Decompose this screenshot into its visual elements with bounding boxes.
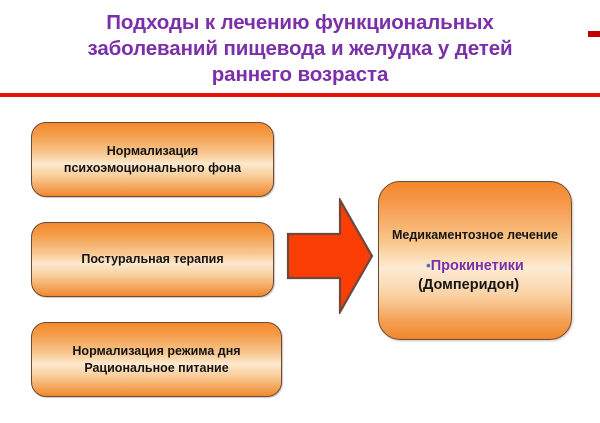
title-line-3: раннего возраста [211,63,389,86]
medication-bullet-group: •Прокинетики (Домперидон) [418,256,524,295]
page-title: Подходы к лечению функциональных заболев… [28,10,572,88]
bullet-dot-icon: • [426,257,431,273]
flow-box-regimen[interactable]: Нормализация режима дня Рациональное пит… [31,322,282,397]
flow-box-label: Постуральная терапия [81,251,223,268]
flow-box-line-1: Постуральная терапия [81,252,224,266]
title-line-2: заболеваний пищевода и желудка у детей [87,37,513,60]
flow-box-psychoemotional[interactable]: Нормализация психоэмоционального фона [31,122,274,197]
flow-box-postural[interactable]: Постуральная терапия [31,222,274,297]
right-arrow-icon [286,195,374,317]
flow-box-label: Нормализация режима дня Рациональное пит… [72,343,240,377]
flow-box-line-2: психоэмоционального фона [63,160,242,175]
medication-bullet-item: •Прокинетики [426,256,524,276]
title-line-1: Подходы к лечению функциональных [106,11,494,34]
flow-box-line-1: Нормализация [106,143,199,158]
corner-dash-marker [588,31,600,37]
title-divider-rule [0,93,600,97]
medication-bullet-sub: (Домперидон) [418,276,520,293]
medication-bullet-label: Прокинетики [430,257,524,274]
flow-box-medication[interactable]: Медикаментозное лечение •Прокинетики (До… [378,181,572,340]
medication-title: Медикаментозное лечение [391,227,558,242]
flow-box-label: Нормализация психоэмоционального фона [64,143,241,177]
flow-box-line-2: Рациональное питание [84,360,229,375]
flow-box-line-1: Нормализация режима дня [72,343,241,358]
